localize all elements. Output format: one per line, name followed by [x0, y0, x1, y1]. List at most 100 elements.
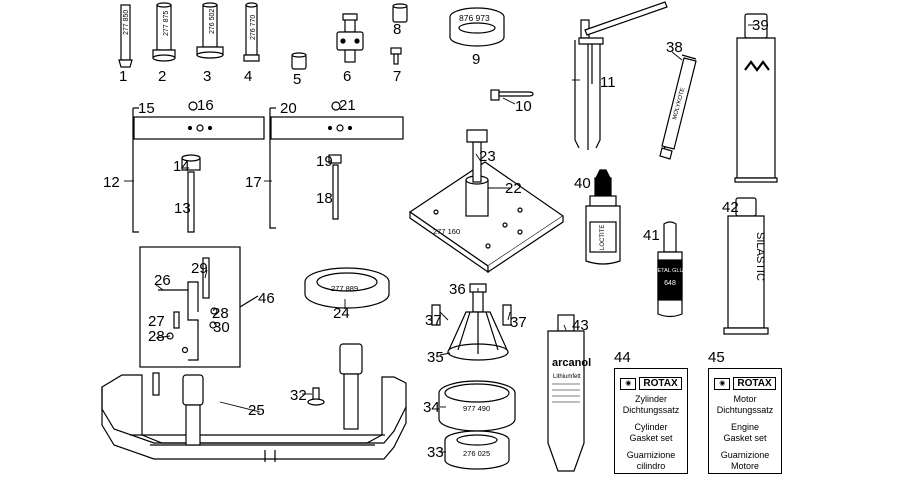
arcanol-label: arcanol [552, 357, 591, 369]
callout-27: 27 [148, 313, 165, 330]
card-line: Zylinder [634, 394, 667, 404]
callout-19: 19 [316, 153, 333, 170]
rotax-logo: ◉ ROTAX [615, 377, 687, 390]
callout-23: 23 [479, 148, 496, 165]
tool-4-marking: 276 770 [250, 15, 257, 40]
tool-1-marking: 277 850 [123, 10, 130, 35]
silastic-label: SILASTIC [754, 232, 766, 281]
arcanol-sub: Lithiumfett [553, 374, 581, 380]
callout-26: 26 [154, 272, 171, 289]
callout-4: 4 [244, 68, 252, 85]
callout-1: 1 [119, 68, 127, 85]
callout-2: 2 [158, 68, 166, 85]
part-5-bushing [291, 52, 307, 70]
rotax-logo-mark: ◉ [620, 377, 637, 390]
callout-46: 46 [258, 290, 275, 307]
callout-12: 12 [103, 174, 120, 191]
callout-9: 9 [472, 51, 480, 68]
part-35-bell [431, 283, 512, 361]
part-9-marking: 876 973 [459, 13, 490, 23]
rotax-logo-mark: ◉ [714, 377, 731, 390]
card-line: Motore [730, 460, 759, 471]
part-40-bottle: LOCTITE [585, 169, 621, 265]
tool-4: 276 770 [243, 2, 260, 62]
detail-box-46 [139, 246, 259, 368]
part-34-marking: 977 490 [463, 404, 490, 413]
loctite-label: LOCTITE [600, 225, 606, 250]
card-line: Gasket set [723, 432, 767, 443]
callout-42: 42 [722, 199, 739, 216]
part-33-ring: 276 025 [444, 430, 510, 470]
part-7-screw [390, 47, 402, 65]
callout-37b: 37 [510, 314, 527, 331]
callout-45: 45 [708, 349, 725, 366]
callout-11: 11 [600, 74, 616, 91]
callout-18: 18 [316, 190, 333, 207]
callout-13: 13 [174, 200, 191, 217]
part-6-puller [336, 13, 364, 63]
callout-39: 39 [752, 17, 769, 34]
metal-glue-label: METAL GLUE [653, 268, 688, 274]
callout-5: 5 [293, 71, 301, 88]
callout-16: 16 [197, 97, 214, 114]
callout-28b: 28 [212, 305, 229, 322]
card-line: Motor [733, 394, 757, 404]
callout-36: 36 [449, 281, 466, 298]
callout-35: 35 [427, 349, 444, 366]
callout-37a: 37 [425, 312, 442, 329]
callout-44: 44 [614, 349, 631, 366]
metal-glue-num: 648 [664, 280, 676, 287]
card-line: Gasket set [629, 432, 673, 443]
tool-1: 277 850 [118, 4, 133, 68]
part-39-tube [734, 13, 778, 183]
tool-2: 277 875 [152, 2, 176, 62]
callout-32: 32 [290, 387, 307, 404]
card-line: Cylinder [634, 422, 668, 432]
callout-6: 6 [343, 68, 351, 85]
callout-30: 30 [213, 319, 230, 336]
part-41-bottle: METAL GLUE 648 [653, 221, 688, 318]
tool-2-marking: 277 875 [163, 11, 170, 36]
part-43-tube: arcanol Lithiumfett [547, 314, 591, 472]
rotax-logo: ◉ ROTAX [709, 377, 781, 390]
tool-3-marking: 276 502 [209, 9, 216, 34]
callout-34: 34 [423, 399, 440, 416]
callout-20: 20 [280, 100, 297, 117]
callout-8: 8 [393, 21, 401, 38]
callout-10: 10 [515, 98, 532, 115]
tool-3: 276 502 [196, 2, 224, 59]
callout-labels: 1 2 3 4 5 6 7 8 9 10 11 12 13 14 15 16 1… [103, 17, 769, 461]
jig-25 [101, 343, 407, 462]
card-brand: ROTAX [733, 377, 776, 390]
card-line: Guarnizione [720, 450, 770, 460]
card-brand: ROTAX [639, 377, 682, 390]
part-8-sleeve [392, 3, 408, 23]
callout-25: 25 [248, 402, 265, 419]
callout-28a: 28 [148, 328, 165, 345]
part-42-tube: SILASTIC [723, 197, 769, 335]
callout-33: 33 [427, 444, 444, 461]
plate-22-marking: 277 160 [433, 227, 460, 236]
gasket-card-engine: ◉ ROTAX Motor Dichtungssatz Engine Gaske… [708, 368, 782, 474]
part-34-ring: 977 490 [438, 380, 516, 432]
callout-24: 24 [333, 305, 350, 322]
card-line: Guarnizione [626, 450, 676, 460]
card-line: cilindro [636, 460, 666, 471]
part-33-marking: 276 025 [463, 449, 490, 458]
card-line: Engine [730, 422, 760, 432]
leader-lines [124, 24, 756, 453]
part-24-marking: 277 889 [331, 284, 358, 293]
callout-29: 29 [191, 260, 208, 277]
part-38-syringe: MOLYKOTE [659, 54, 697, 160]
callout-14: 14 [173, 158, 190, 175]
callout-38: 38 [666, 39, 683, 56]
callout-43: 43 [572, 317, 589, 334]
callout-3: 3 [203, 68, 211, 85]
part-10-key [490, 89, 534, 101]
part-9-ring: 876 973 [449, 7, 505, 47]
part-11-extractor [574, 1, 668, 150]
part-24-ring: 277 889 [304, 267, 390, 309]
callout-21: 21 [339, 97, 356, 114]
callout-40: 40 [574, 175, 591, 192]
